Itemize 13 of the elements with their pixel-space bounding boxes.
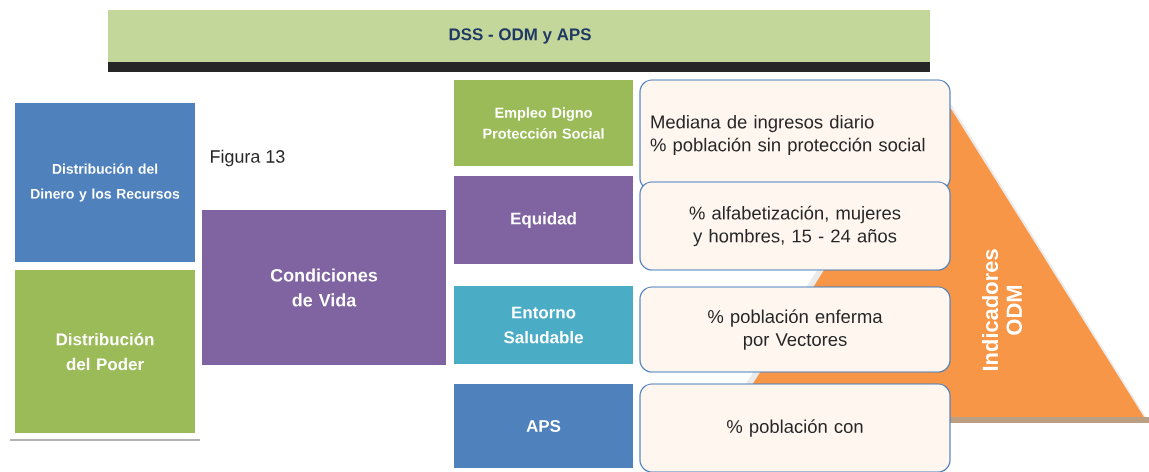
indicator-card: % población con [639, 383, 951, 472]
category-box: Distribución del Poder [15, 270, 195, 433]
category-box: APS [454, 384, 633, 468]
indicator-card: % población enferma por Vectores [639, 286, 951, 373]
category-box: Distribución del Dinero y los Recursos [15, 103, 195, 262]
category-box: Entorno Saludable [454, 286, 633, 364]
indicator-card: % alfabetización, mujeres y hombres, 15 - 24 años [639, 181, 951, 271]
figure-label: Figura 13 [211, 149, 285, 167]
category-box: Condiciones de Vida [202, 210, 446, 365]
indicator-card: Mediana de ingresos diario % población sin protección social [639, 79, 951, 191]
title-banner: DSS - ODM y APS [108, 10, 930, 72]
category-box: Empleo Digno Protección Social [454, 80, 633, 166]
category-box: Equidad [454, 176, 633, 264]
